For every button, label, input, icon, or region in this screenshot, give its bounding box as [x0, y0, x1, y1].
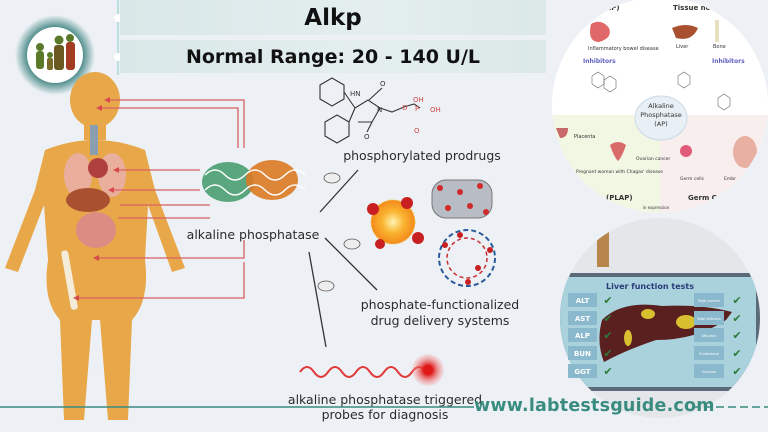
page-title: Alkp [120, 0, 546, 35]
divider-dot [114, 53, 122, 61]
checkmark-icon: ✔ [732, 347, 741, 360]
svg-text:Germ Ce: Germ Ce [688, 194, 722, 202]
svg-text:Ovarian cancer: Ovarian cancer [636, 156, 670, 162]
svg-text:Tissue no: Tissue no [673, 4, 711, 12]
svg-text:O: O [380, 80, 386, 88]
svg-text:Embr: Embr [724, 176, 736, 182]
normal-range: Normal Range: 20 - 140 U/L [120, 40, 546, 73]
test-label: Total bilirubin [696, 317, 721, 321]
svg-text:Alkaline: Alkaline [648, 102, 674, 110]
logo [15, 15, 95, 95]
svg-text:P: P [415, 105, 419, 113]
test-label: AST [575, 315, 590, 323]
svg-text:O: O [364, 133, 370, 141]
svg-text:N: N [377, 106, 382, 114]
svg-text:(AP): (AP) [654, 120, 667, 128]
checkmark-icon: ✔ [732, 329, 741, 342]
svg-text:(PLAP): (PLAP) [606, 194, 633, 202]
test-badge [568, 328, 597, 342]
checkmark-icon: ✔ [732, 365, 741, 378]
test-label: GGT [574, 368, 590, 376]
test-label: Albumin [702, 334, 717, 338]
test-label: ALT [576, 297, 590, 305]
test-badge [568, 346, 597, 360]
test-badge [694, 293, 724, 307]
divider-dot [114, 14, 122, 22]
svg-text:Bone: Bone [713, 44, 726, 50]
svg-text:Placenta: Placenta [574, 134, 596, 140]
phosphorylated-prodrug-molecule [319, 77, 421, 144]
test-label: Glucose [702, 370, 717, 374]
ibd-label: Inflammatory bowel disease [588, 46, 659, 52]
branch-lines [308, 169, 378, 348]
checkmark-icon: ✔ [603, 294, 612, 307]
checkmark-icon: ✔ [732, 294, 741, 307]
svg-text:Germ cells: Germ cells [680, 176, 705, 182]
svg-text:HN: HN [350, 90, 361, 98]
branch-label-delivery-2: drug delivery systems [371, 313, 510, 328]
svg-text:O: O [414, 127, 420, 135]
svg-text:Inhibitors: Inhibitors [583, 58, 616, 65]
test-label: Total protein [697, 299, 720, 303]
svg-text:(IAP): (IAP) [600, 4, 620, 12]
center-label: alkaline phosphatase [187, 227, 320, 242]
svg-text:Inhibitors: Inhibitors [712, 58, 745, 65]
organ-connector-lines [75, 99, 245, 299]
branch-label-prodrugs: phosphorylated prodrugs [343, 148, 501, 163]
svg-text:OH: OH [413, 96, 424, 104]
diagnostic-probe [299, 354, 444, 386]
organs [61, 125, 126, 310]
checkmark-icon: ✔ [603, 365, 612, 378]
checkmark-icon: ✔ [603, 312, 612, 325]
svg-text:O: O [402, 104, 408, 112]
svg-text:OH: OH [430, 106, 441, 114]
test-badge [568, 311, 597, 325]
test-badge [694, 328, 724, 342]
alkaline-phosphatase-protein [202, 160, 306, 202]
expression-label: in expression [643, 205, 670, 210]
test-label: ALP [575, 332, 590, 340]
family-silhouette-icon [36, 34, 75, 70]
svg-text:Phosphatase: Phosphatase [640, 111, 682, 119]
handshake-icons [317, 172, 361, 292]
svg-text:Liver: Liver [676, 44, 689, 50]
test-badge [694, 311, 724, 325]
test-badge [568, 293, 597, 307]
drug-delivery-nanoparticles [367, 179, 496, 287]
test-label: Cholesterol [699, 352, 719, 356]
arrowheads [73, 97, 119, 301]
title-divider [117, 0, 119, 75]
checkmark-icon: ✔ [732, 312, 741, 325]
branch-label-probes-2: probes for diagnosis [322, 407, 449, 422]
branch-label-delivery-1: phosphate-functionalized [361, 297, 520, 312]
branch-label-probes-1: alkaline phosphatase triggered [288, 392, 482, 407]
test-label: BUN [574, 350, 591, 358]
alkaline-phosphatase-circle: (IAP) Tissue no Liver Bone Inflammatory … [552, 0, 768, 213]
liver-tests: ALT ✔ AST ✔ ALP ✔ BUN ✔ GGT ✔ Total protein ✔ Total … [568, 293, 742, 378]
test-badge [694, 364, 724, 378]
checkmark-icon: ✔ [603, 347, 612, 360]
molecule-atom-labels: HN N O O O P OH OH O [350, 80, 441, 141]
svg-text:Pregnant woman with Chagas' di: Pregnant woman with Chagas' disease [576, 169, 663, 175]
liver-panel-title: Liver function tests [606, 282, 694, 291]
test-badge [694, 346, 724, 360]
website-link[interactable]: www.labtestsguide.com [474, 396, 715, 416]
checkmark-icon: ✔ [603, 329, 612, 342]
test-badge [568, 364, 597, 378]
